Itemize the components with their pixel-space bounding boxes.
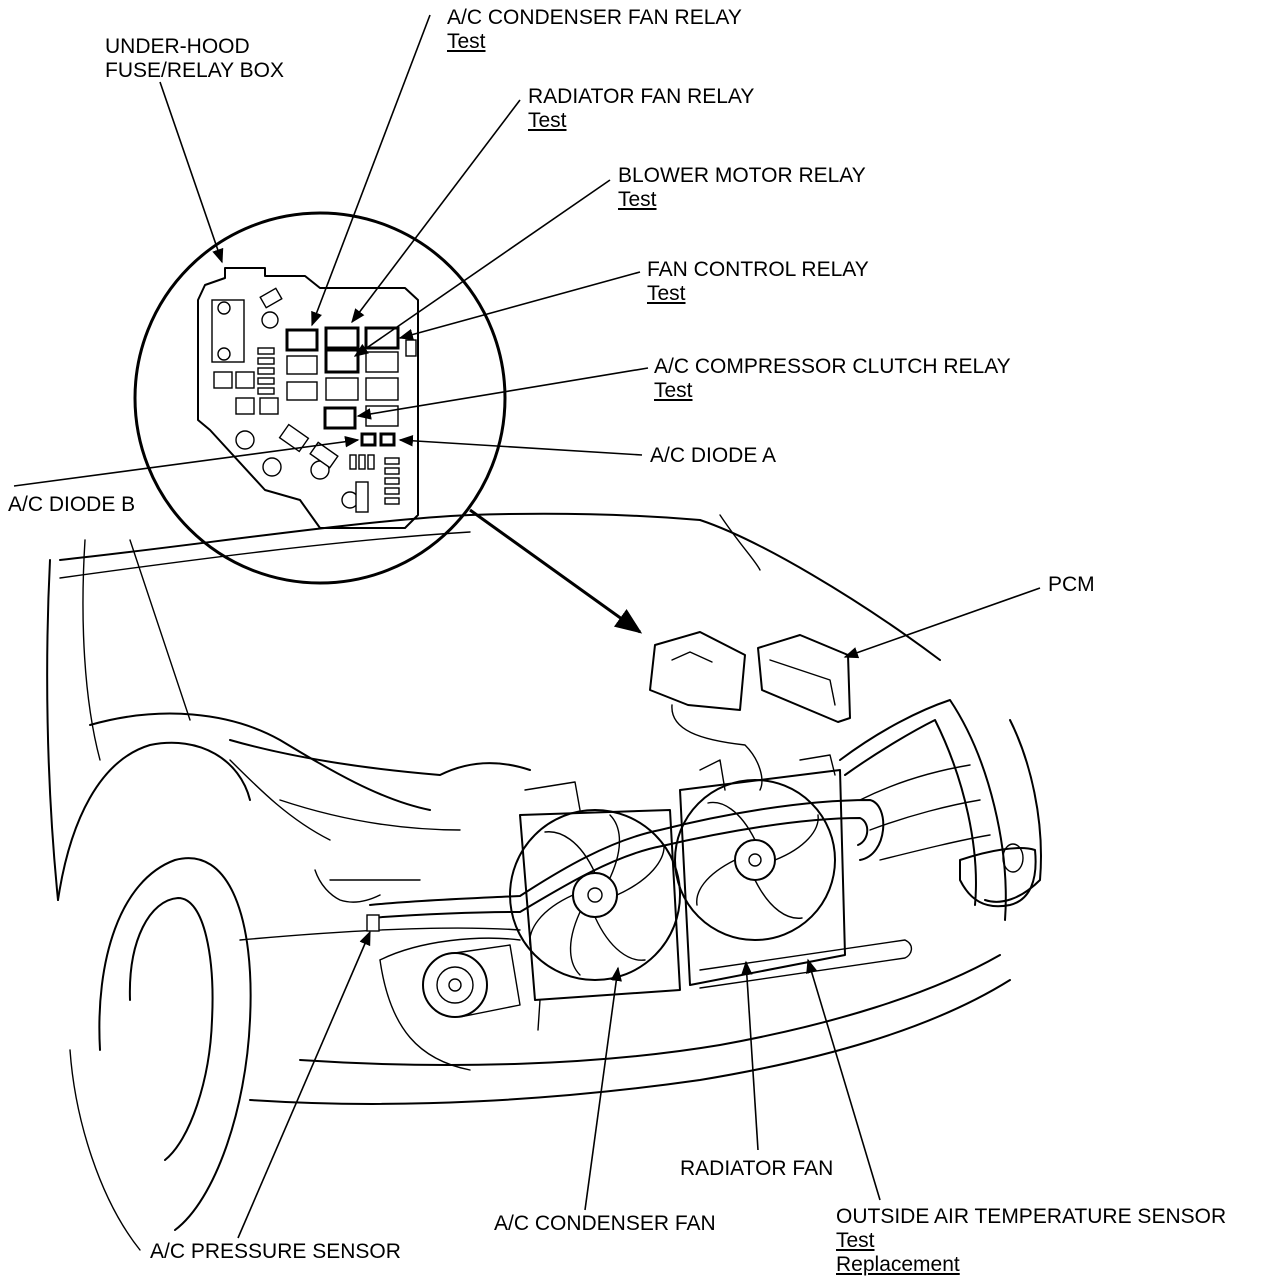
label-ac-pressure-sensor: A/C PRESSURE SENSOR — [150, 1240, 401, 1264]
label-ac-diode-b: A/C DIODE B — [8, 493, 135, 517]
arrow-box-location — [469, 508, 643, 634]
leader-lines — [13, 14, 1041, 1239]
radiator-fan-relay-test-link[interactable]: Test — [528, 109, 567, 132]
label-fan-control-relay: FAN CONTROL RELAY Test — [647, 258, 869, 306]
ac-compressor-clutch-relay-test-link[interactable]: Test — [654, 379, 693, 402]
ac-condenser-fan-relay-test-link[interactable]: Test — [447, 30, 486, 53]
ac-condenser-fan-title: A/C CONDENSER FAN — [494, 1212, 716, 1235]
leader-blower-motor-relay — [353, 179, 611, 357]
leader-ac-condenser-fan — [584, 966, 622, 1211]
label-blower-motor-relay: BLOWER MOTOR RELAY Test — [618, 164, 866, 212]
fan-control-relay-test-link[interactable]: Test — [647, 282, 686, 305]
ac-diode-b-title: A/C DIODE B — [8, 493, 136, 516]
label-ac-diode-a: A/C DIODE A — [650, 444, 776, 468]
label-ac-condenser-fan-relay: A/C CONDENSER FAN RELAY Test — [447, 6, 742, 54]
label-under-hood-fuse-relay-box: UNDER-HOOD FUSE/RELAY BOX — [105, 35, 284, 83]
leader-ac-pressure-sensor — [237, 930, 371, 1239]
outside-air-temp-sensor-replacement-link[interactable]: Replacement — [836, 1253, 960, 1276]
label-radiator-fan: RADIATOR FAN — [680, 1157, 833, 1181]
leader-ac-condenser-fan-relay — [311, 14, 431, 327]
ac-condenser-fan-relay-title: A/C CONDENSER FAN RELAY — [447, 6, 742, 29]
leader-fan-control-relay — [398, 271, 641, 341]
outside-air-temp-sensor-title: OUTSIDE AIR TEMPERATURE SENSOR — [836, 1205, 1227, 1228]
blower-motor-relay-title: BLOWER MOTOR RELAY — [618, 164, 866, 187]
leader-radiator-fan-relay — [351, 99, 521, 324]
cooling-fans-assembly — [314, 631, 913, 1031]
radiator-fan-relay-title: RADIATOR FAN RELAY — [528, 85, 755, 108]
label-ac-condenser-fan: A/C CONDENSER FAN — [494, 1212, 716, 1236]
ac-diode-a-title: A/C DIODE A — [650, 444, 777, 467]
leader-ac-diode-b — [13, 436, 360, 487]
label-under-hood-line1: UNDER-HOOD — [105, 35, 250, 58]
leader-pcm — [843, 587, 1041, 659]
label-ac-compressor-clutch-relay: A/C COMPRESSOR CLUTCH RELAY Test — [654, 355, 1011, 403]
label-pcm: PCM — [1048, 573, 1095, 597]
leader-radiator-fan — [741, 960, 759, 1151]
leader-ac-diode-a — [398, 435, 643, 456]
outside-air-temp-sensor-test-link[interactable]: Test — [836, 1229, 875, 1252]
leader-outside-air-temp-sensor — [806, 958, 881, 1201]
label-outside-air-temp-sensor: OUTSIDE AIR TEMPERATURE SENSOR Test Repl… — [836, 1205, 1226, 1277]
leader-under-hood-box — [159, 81, 224, 264]
vehicle-body — [46, 512, 1042, 1251]
ac-compressor-clutch-relay-title: A/C COMPRESSOR CLUTCH RELAY — [654, 355, 1011, 378]
pcm-title: PCM — [1048, 573, 1095, 596]
fan-control-relay-title: FAN CONTROL RELAY — [647, 258, 869, 281]
blower-motor-relay-test-link[interactable]: Test — [618, 188, 657, 211]
radiator-fan-title: RADIATOR FAN — [680, 1157, 834, 1180]
fuse-relay-box-magnifier — [133, 211, 507, 585]
leader-ac-compressor-clutch-relay — [356, 367, 649, 420]
ac-pressure-sensor-title: A/C PRESSURE SENSOR — [150, 1240, 401, 1263]
label-radiator-fan-relay: RADIATOR FAN RELAY Test — [528, 85, 754, 133]
label-under-hood-line2: FUSE/RELAY BOX — [105, 59, 284, 82]
